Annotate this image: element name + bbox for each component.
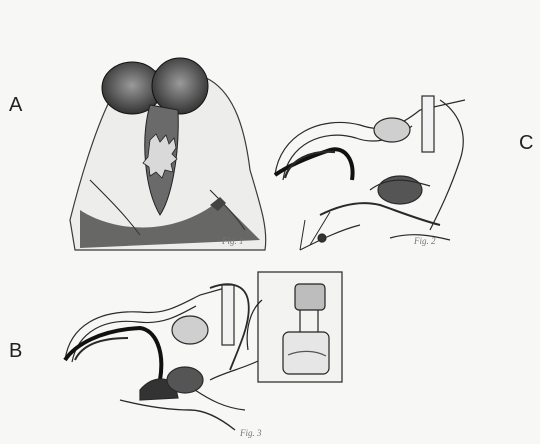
figure-b-illustration [65, 272, 342, 430]
panel-label-b: B [9, 340, 22, 363]
figure-c-caption: Fig. 2 [414, 236, 436, 246]
figure-c-illustration [275, 96, 465, 250]
figure-b-caption: Fig. 3 [240, 428, 262, 438]
panel-label-a: A [9, 94, 22, 117]
figure-a-illustration [70, 58, 266, 250]
panel-label-c: C [519, 132, 533, 155]
figure-a-caption: Fig. 1 [222, 236, 244, 246]
